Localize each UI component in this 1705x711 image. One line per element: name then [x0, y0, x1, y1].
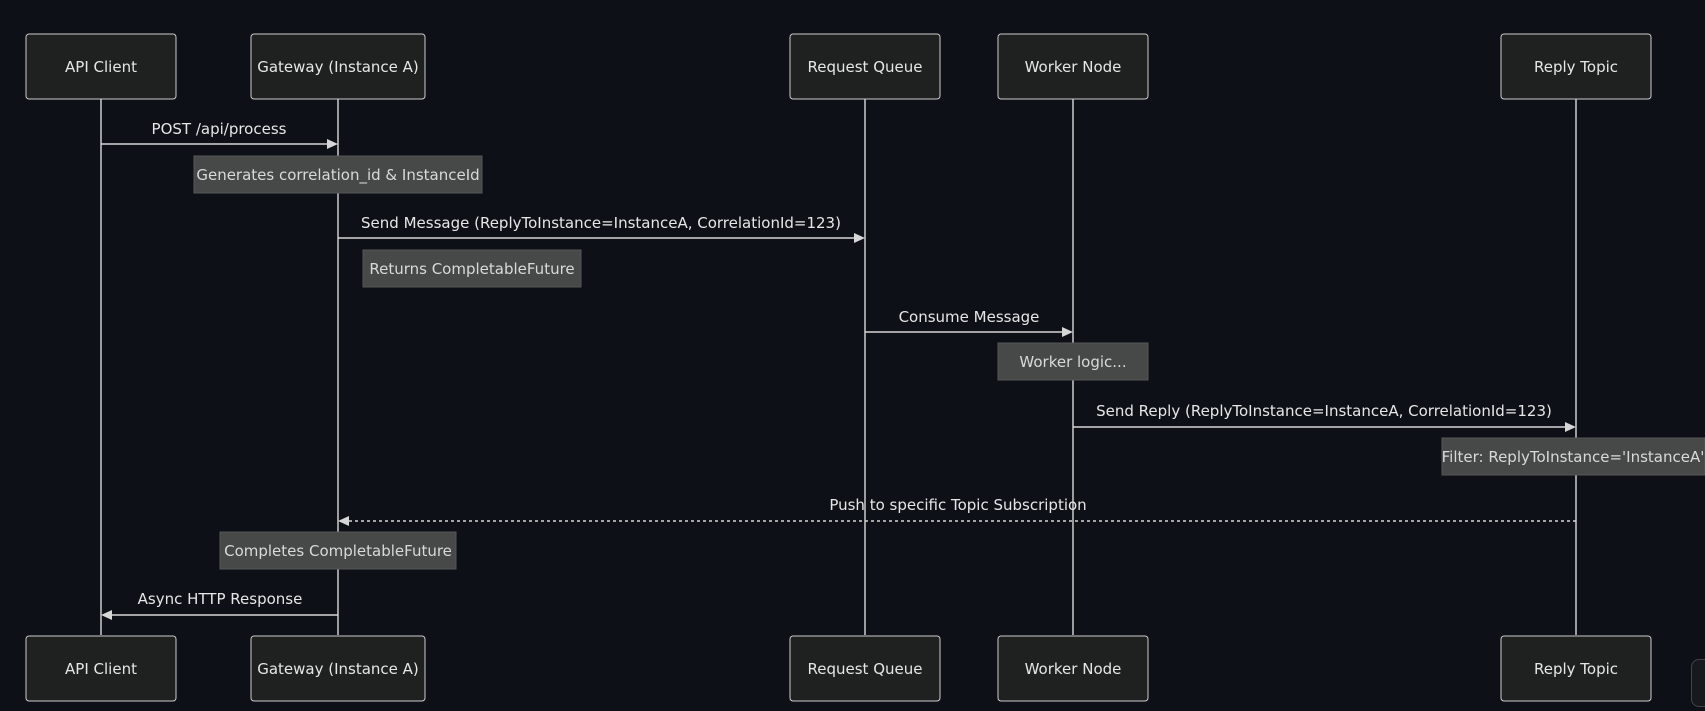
actor-label: Gateway (Instance A): [257, 58, 419, 76]
arrow-right-icon: [1062, 327, 1073, 337]
actor-top-api-client: API Client: [25, 33, 177, 100]
message-label: POST /api/process: [152, 120, 287, 138]
actor-bottom-gateway: Gateway (Instance A): [250, 635, 426, 702]
actor-bottom-request-queue: Request Queue: [789, 635, 941, 702]
note-completes-completablefuture: Completes CompletableFuture: [219, 531, 457, 570]
actor-top-gateway: Gateway (Instance A): [250, 33, 426, 100]
actor-bottom-worker-node: Worker Node: [997, 635, 1149, 702]
message-label: Async HTTP Response: [138, 590, 303, 608]
actor-label: Worker Node: [1025, 58, 1122, 76]
note-filter-reply-to-instance: Filter: ReplyToInstance='InstanceA': [1441, 437, 1705, 476]
note-label: Returns CompletableFuture: [369, 260, 574, 278]
note-generates-correlation-id: Generates correlation_id & InstanceId: [193, 155, 483, 194]
note-label: Filter: ReplyToInstance='InstanceA': [1442, 448, 1705, 466]
actor-top-reply-topic: Reply Topic: [1500, 33, 1652, 100]
actor-label: Worker Node: [1025, 660, 1122, 678]
floating-toolbar-handle[interactable]: [1691, 659, 1705, 707]
note-label: Worker logic...: [1019, 353, 1126, 371]
note-worker-logic: Worker logic...: [997, 342, 1149, 381]
actor-top-request-queue: Request Queue: [789, 33, 941, 100]
actor-label: Gateway (Instance A): [257, 660, 419, 678]
actor-bottom-api-client: API Client: [25, 635, 177, 702]
actor-label: API Client: [65, 660, 137, 678]
message-label: Send Message (ReplyToInstance=InstanceA,…: [361, 214, 841, 232]
arrow-left-icon: [101, 610, 112, 620]
actor-label: Request Queue: [808, 58, 923, 76]
actor-label: Reply Topic: [1534, 660, 1618, 678]
arrow-right-icon: [1565, 422, 1576, 432]
message-label: Send Reply (ReplyToInstance=InstanceA, C…: [1096, 402, 1552, 420]
actor-label: Reply Topic: [1534, 58, 1618, 76]
arrow-right-icon: [854, 233, 865, 243]
actor-label: Request Queue: [808, 660, 923, 678]
note-returns-completablefuture: Returns CompletableFuture: [362, 249, 582, 288]
message-post-api-process: POST /api/process: [101, 120, 338, 149]
message-send-reply: Send Reply (ReplyToInstance=InstanceA, C…: [1073, 402, 1576, 432]
arrow-right-icon: [327, 139, 338, 149]
message-label: Push to specific Topic Subscription: [829, 496, 1086, 514]
message-consume-message: Consume Message: [865, 308, 1073, 337]
message-async-http-response: Async HTTP Response: [101, 590, 338, 620]
message-send-message: Send Message (ReplyToInstance=InstanceA,…: [338, 214, 865, 243]
arrow-left-icon: [338, 516, 349, 526]
actor-bottom-reply-topic: Reply Topic: [1500, 635, 1652, 702]
message-label: Consume Message: [899, 308, 1040, 326]
note-label: Generates correlation_id & InstanceId: [196, 166, 479, 185]
message-push-topic-subscription: Push to specific Topic Subscription: [338, 496, 1576, 526]
note-label: Completes CompletableFuture: [224, 542, 452, 560]
actor-label: API Client: [65, 58, 137, 76]
actor-top-worker-node: Worker Node: [997, 33, 1149, 100]
